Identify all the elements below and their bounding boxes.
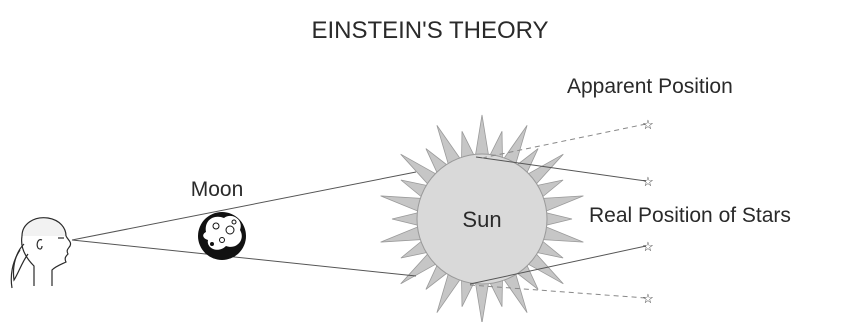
- apparent-line-upper: [482, 124, 646, 158]
- observer-head-icon: [11, 218, 70, 288]
- real-star-lower-icon: ☆: [642, 239, 654, 254]
- sun-label: Sun: [462, 207, 501, 232]
- diagram-title: EINSTEIN'S THEORY: [311, 17, 548, 44]
- apparent-star-lower-icon: ☆: [642, 291, 654, 306]
- real-position-label: Real Position of Stars: [589, 204, 791, 227]
- moon-icon: [198, 212, 246, 260]
- apparent-position-label: Apparent Position: [567, 75, 733, 98]
- real-star-upper-icon: ☆: [642, 174, 654, 189]
- moon-label: Moon: [191, 178, 244, 201]
- apparent-star-upper-icon: ☆: [642, 117, 654, 132]
